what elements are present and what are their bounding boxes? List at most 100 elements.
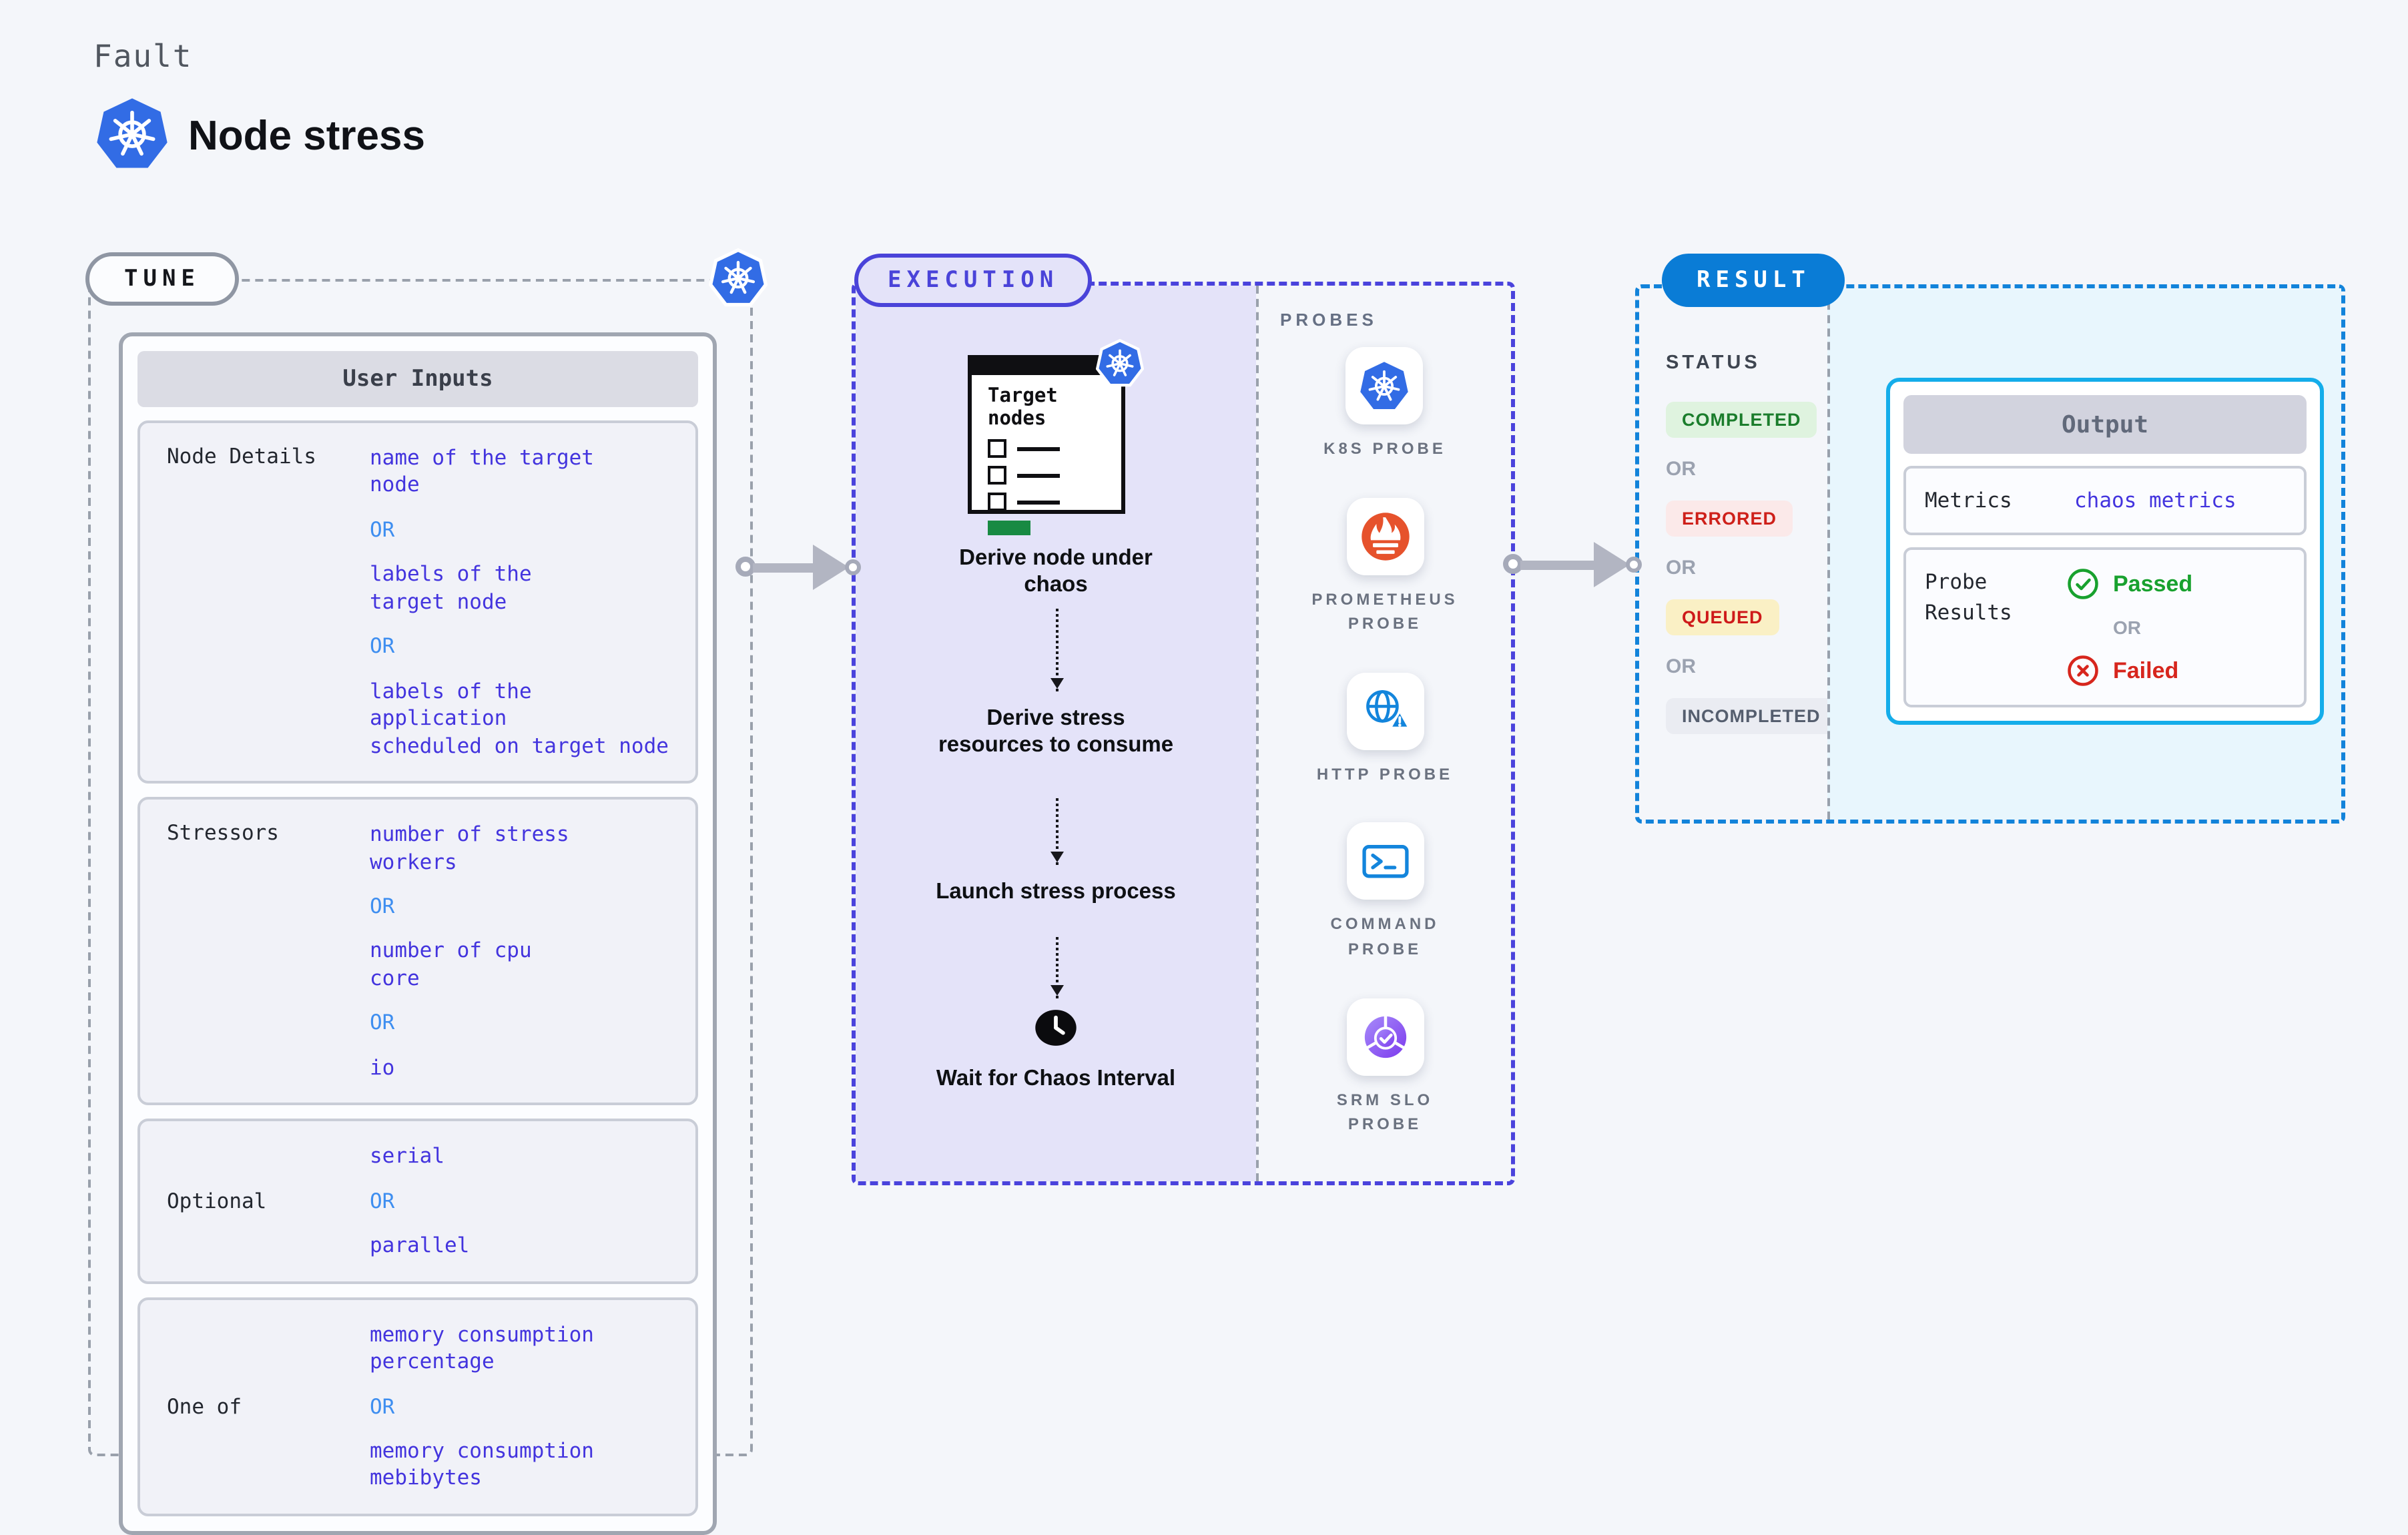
status-badge-errored: ERRORED	[1666, 501, 1793, 537]
result-pill: RESULT	[1662, 254, 1845, 307]
kubernetes-icon	[1096, 339, 1144, 387]
checklist-item	[988, 439, 1121, 458]
failed-result: Failed	[2066, 655, 2285, 688]
probe-card	[1346, 822, 1424, 900]
row-value: parallel	[370, 1233, 470, 1258]
probe-label: K8S PROBE	[1323, 439, 1446, 458]
output-card: Output Metrics chaos metrics Probe Resul…	[1886, 378, 2324, 725]
dotted-arrow-down	[1050, 609, 1064, 691]
flow-step-derive-node: Derive node under chaos	[959, 546, 1153, 597]
checklist-item	[988, 466, 1121, 485]
page-title: Node stress	[188, 112, 425, 159]
terminal-icon	[1360, 836, 1410, 887]
clock-icon	[1032, 1006, 1080, 1049]
or-separator: OR	[370, 1189, 395, 1213]
or-separator: OR	[1666, 557, 1696, 579]
row-label: One of	[167, 1394, 242, 1419]
probe-label: PROMETHEUS PROBE	[1311, 589, 1458, 633]
checkbox-icon	[988, 466, 1006, 485]
dotted-arrow-down	[1050, 798, 1064, 865]
target-nodes-title: Target nodes	[988, 386, 1058, 430]
flow-step-derive-stress: Derive stress resources to consume	[938, 706, 1174, 757]
row-label: Node Details	[167, 444, 316, 469]
arrow-tune-to-execution	[735, 545, 869, 590]
or-separator: OR	[1666, 655, 1696, 678]
or-separator: OR	[370, 1010, 395, 1035]
list-line	[1017, 447, 1060, 451]
result-section: STATUS COMPLETED OR ERRORED OR QUEUED OR…	[1635, 284, 2345, 824]
arrow-shaft	[753, 563, 817, 572]
target-nodes-card: Target nodes	[968, 355, 1125, 536]
table-row-stressors: Stressors number of stress workers OR nu…	[137, 797, 698, 1106]
row-value: io	[370, 1055, 395, 1080]
status-badge-completed: COMPLETED	[1666, 402, 1817, 438]
probe-card	[1346, 497, 1424, 575]
or-separator: OR	[370, 517, 395, 542]
status-badge-queued: QUEUED	[1666, 599, 1779, 635]
row-value: memory consumption mebibytes	[370, 1438, 594, 1490]
row-value: number of stress workers	[370, 822, 569, 874]
tune-pill: TUNE	[85, 252, 239, 306]
list-line	[1017, 474, 1060, 478]
checkbox-icon	[988, 439, 1006, 458]
table-row-one-of: One of memory consumption percentage OR …	[137, 1297, 698, 1516]
status-list: COMPLETED OR ERRORED OR QUEUED OR INCOMP…	[1666, 402, 1837, 734]
prometheus-icon	[1360, 511, 1410, 561]
list-line	[1017, 501, 1060, 505]
arrow-end-ring	[1626, 557, 1642, 573]
slo-pie-check-icon	[1360, 1011, 1410, 1062]
or-separator: OR	[370, 894, 395, 918]
arrow-head	[1594, 542, 1630, 587]
failed-label: Failed	[2113, 657, 2179, 683]
probe-label: SRM SLO PROBE	[1336, 1090, 1434, 1134]
row-value: serial	[370, 1144, 444, 1169]
row-value: number of cpu core	[370, 938, 532, 990]
probe-label: HTTP PROBE	[1316, 764, 1454, 784]
flow-step-wait-interval: Wait for Chaos Interval	[936, 1066, 1176, 1091]
probe-item-srm-slo: SRM SLO PROBE	[1303, 998, 1466, 1137]
checkbox-icon	[988, 493, 1006, 512]
probes-heading: PROBES	[1280, 310, 1378, 330]
probe-label: COMMAND PROBE	[1330, 914, 1440, 958]
probe-item-http: HTTP PROBE	[1316, 672, 1454, 787]
status-panel: STATUS COMPLETED OR ERRORED OR QUEUED OR…	[1639, 288, 1837, 820]
arrow-execution-to-result	[1503, 542, 1642, 587]
user-inputs-header: User Inputs	[137, 351, 698, 407]
output-header: Output	[1903, 395, 2307, 454]
metrics-value: chaos metrics	[2074, 489, 2236, 513]
table-row-optional: Optional serial OR parallel	[137, 1119, 698, 1284]
node-checklist	[988, 439, 1121, 512]
dotted-arrow-down	[1050, 937, 1064, 998]
globe-warning-icon	[1360, 686, 1410, 737]
probe-card	[1346, 672, 1424, 750]
status-badge-incompleted: INCOMPLETED	[1666, 698, 1837, 734]
probe-results-label: Probe Results	[1925, 570, 2012, 625]
or-separator: OR	[2113, 617, 2141, 639]
row-label: Optional	[167, 1189, 267, 1213]
checklist-item	[988, 493, 1121, 512]
arrow-end-ring	[845, 559, 861, 575]
table-row-node-details: Node Details name of the target node OR …	[137, 420, 698, 784]
probes-panel: PROBES K8S PROBE PROMETHEUS PROBE HTTP P…	[1256, 286, 1511, 1181]
execution-pill: EXECUTION	[854, 254, 1093, 307]
probe-results-row: Probe Results Passed OR Failed	[1903, 547, 2307, 708]
or-separator: OR	[1666, 458, 1696, 481]
probe-item-k8s: K8S PROBE	[1323, 347, 1446, 461]
arrow-shaft	[1520, 560, 1598, 569]
kubernetes-icon	[1360, 360, 1410, 411]
status-heading: STATUS	[1666, 352, 1761, 374]
row-value: labels of the application scheduled on t…	[370, 679, 669, 758]
or-separator: OR	[370, 634, 395, 659]
row-value: memory consumption percentage	[370, 1322, 594, 1374]
probe-item-prometheus: PROMETHEUS PROBE	[1303, 497, 1466, 636]
row-label: Stressors	[167, 821, 279, 846]
green-button	[988, 521, 1030, 536]
metrics-label: Metrics	[1925, 489, 2012, 513]
output-panel: Output Metrics chaos metrics Probe Resul…	[1827, 288, 2341, 820]
arrow-head	[813, 545, 849, 590]
row-value: labels of the target node	[370, 562, 532, 614]
user-inputs-table: User Inputs Node Details name of the tar…	[119, 332, 717, 1535]
row-value: name of the target node	[370, 446, 594, 497]
probe-card	[1345, 347, 1424, 424]
